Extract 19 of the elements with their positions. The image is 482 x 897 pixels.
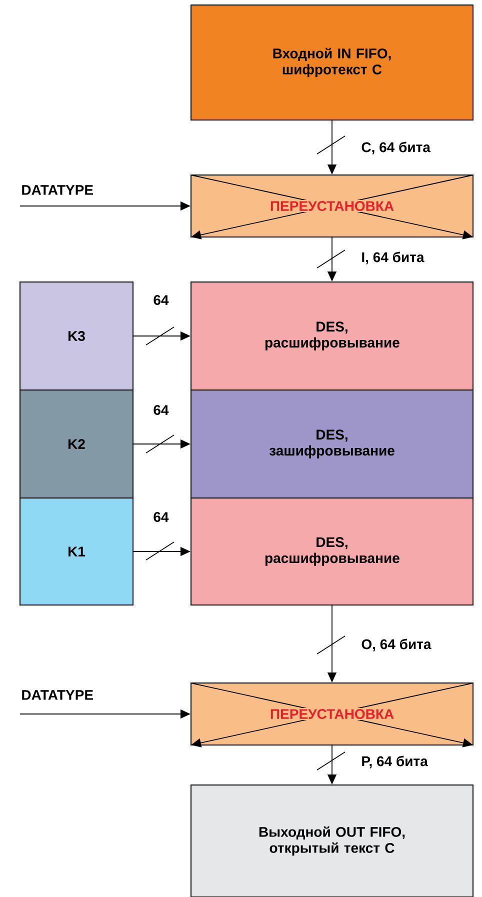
input-label: DATATYPE <box>22 690 93 700</box>
edge-label: O, 64 бита <box>360 638 432 652</box>
des-box: DES, зашифровывание <box>190 390 474 498</box>
key-box: K2 <box>20 390 134 498</box>
des-box: DES, расшифровывание <box>190 498 474 606</box>
key-box: K3 <box>20 282 134 390</box>
edge-label: C, 64 бита <box>360 140 432 156</box>
permutation-box: ПЕРЕУСТАНОВКА <box>190 682 474 748</box>
edge-label: P, 64 бита <box>360 754 429 770</box>
input-label: DATATYPE <box>22 185 93 195</box>
edge-label: 64 <box>152 404 170 416</box>
fifo-box: Входной IN FIFO, шифротекст C <box>190 4 474 120</box>
des-box: DES, расшифровывание <box>190 282 474 390</box>
edge-label: 64 <box>152 511 170 523</box>
fifo-box: Выходной OUT FIFO, открытый текст C <box>190 784 474 897</box>
permutation-box: ПЕРЕУСТАНОВКА <box>190 174 474 240</box>
key-box: K1 <box>20 498 134 606</box>
edge-label: I, 64 бита <box>360 250 426 266</box>
edge-label: 64 <box>152 294 170 306</box>
